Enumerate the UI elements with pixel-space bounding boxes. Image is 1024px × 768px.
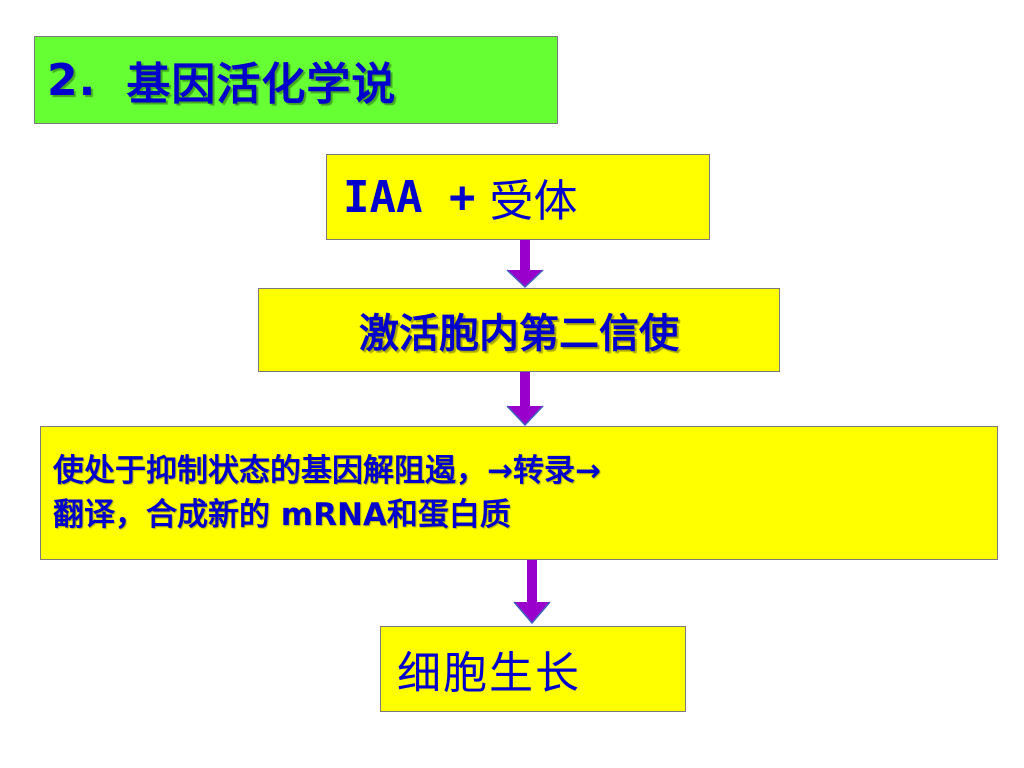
step3-line-1: 使处于抑制状态的基因解阻遏，→转录→ xyxy=(53,453,601,489)
flow-step-2: 激活胞内第二信使 xyxy=(258,288,780,372)
step4-text: 细胞生长 xyxy=(397,648,581,699)
step2-text: 激活胞内第二信使 xyxy=(359,311,679,357)
title-number: 2. xyxy=(47,54,97,106)
down-arrow-icon xyxy=(513,560,551,624)
step3-line-2: 翻译，合成新的 mRNA和蛋白质 xyxy=(53,497,511,533)
flow-step-3: 使处于抑制状态的基因解阻遏，→转录→ 翻译，合成新的 mRNA和蛋白质 xyxy=(40,426,998,560)
flow-step-1: IAA + 受体 xyxy=(326,154,710,240)
step1-text: 受体 xyxy=(489,176,578,227)
step1-latin-text: IAA + xyxy=(343,171,476,223)
title-text: 基因活化学说 xyxy=(126,59,397,110)
slide-title: 2. 基因活化学说 xyxy=(34,36,558,124)
flow-step-4: 细胞生长 xyxy=(380,626,686,712)
down-arrow-icon xyxy=(506,372,544,426)
down-arrow-icon xyxy=(506,240,544,288)
